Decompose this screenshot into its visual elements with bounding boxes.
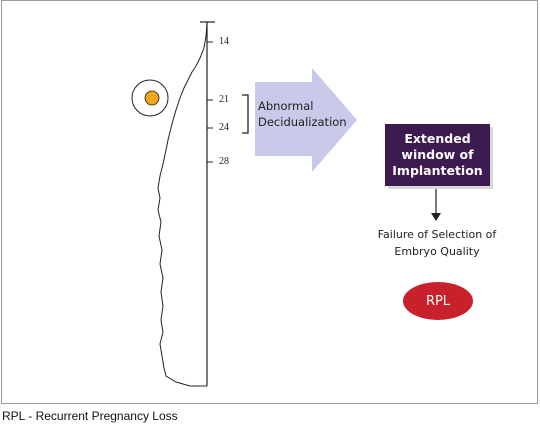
down-arrow-head — [431, 213, 441, 221]
tick-label-28: 28 — [219, 156, 229, 167]
rpl-ellipse: RPL — [403, 282, 473, 320]
tick-label-21: 21 — [219, 94, 229, 105]
extended-window-label: Extended window of Implantetion — [392, 131, 483, 178]
rpl-label: RPL — [425, 293, 451, 309]
decidualization-arrow — [255, 68, 357, 172]
endometrium-profile-line — [157, 23, 208, 387]
tick-label-24: 24 — [219, 122, 229, 133]
diagram-frame — [1, 0, 538, 404]
embryo-dot — [144, 90, 160, 106]
tick-label-14: 14 — [219, 36, 229, 47]
extended-window-box: Extended window of Implantetion — [385, 124, 490, 186]
implantation-window-bracket — [242, 94, 249, 134]
abnormal-decidualization-label: Abnormal Decidualization — [258, 99, 347, 129]
footnote: RPL - Recurrent Pregnancy Loss — [2, 409, 178, 423]
failure-selection-label: Failure of Selection of Embryo Quality — [377, 228, 497, 258]
